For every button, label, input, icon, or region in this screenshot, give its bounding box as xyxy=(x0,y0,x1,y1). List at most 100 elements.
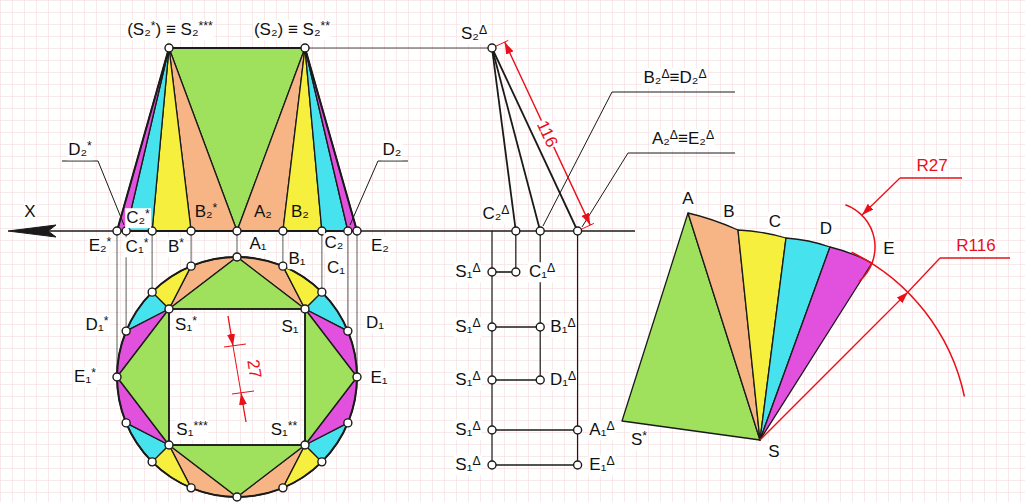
development-conical-face xyxy=(760,247,872,440)
label-text: E xyxy=(883,239,894,258)
plane-face xyxy=(169,257,305,309)
point-marker xyxy=(301,441,309,449)
label-text: S₁ xyxy=(175,315,192,334)
extension-line xyxy=(232,391,254,394)
point-marker xyxy=(488,44,496,52)
point-marker xyxy=(148,227,156,235)
point-label: B₂Δ≡D₂Δ xyxy=(642,68,707,88)
point-label: S₁ xyxy=(280,317,299,337)
superscript-mark: * xyxy=(104,314,109,328)
superscript-mark: Δ xyxy=(670,128,678,142)
true-length-line xyxy=(492,48,578,231)
superscript-mark: Δ xyxy=(472,419,480,433)
superscript-mark: ** xyxy=(288,419,298,433)
point-label: S₁** xyxy=(270,420,299,440)
superscript-mark: Δ xyxy=(706,128,714,142)
point-label: C₂ xyxy=(324,233,345,253)
label-text: ) ≡ S₂ xyxy=(156,20,199,39)
point-label: S₂Δ xyxy=(460,24,488,44)
point-label: C₂Δ xyxy=(481,204,510,224)
superscript-mark: * xyxy=(145,207,150,221)
link-line xyxy=(305,48,488,49)
radius-line xyxy=(760,292,908,440)
leader-line xyxy=(98,161,124,225)
point-marker xyxy=(512,268,520,276)
point-marker xyxy=(488,461,496,469)
label-text: ≡E₂ xyxy=(678,129,706,148)
point-marker xyxy=(536,227,544,235)
label-text: 27 xyxy=(243,358,265,380)
dimension-value: 116 xyxy=(532,117,562,152)
base-circle xyxy=(117,257,357,497)
dimension-value: 27 xyxy=(243,357,266,381)
point-label: A₂Δ≡E₂Δ xyxy=(651,129,715,149)
label-text: E₂ xyxy=(371,236,389,255)
point-marker xyxy=(488,376,496,384)
point-marker xyxy=(574,227,582,235)
front-outline xyxy=(117,48,357,231)
label-text: S₂ xyxy=(461,24,479,43)
point-marker xyxy=(148,458,156,466)
leader-line xyxy=(582,153,628,227)
point-marker xyxy=(279,262,287,270)
point-label: B₁ xyxy=(287,249,306,269)
leader-underline xyxy=(612,92,735,93)
superscript-mark: Δ xyxy=(698,67,706,81)
superscript-mark: ** xyxy=(321,19,331,33)
superscript-mark: * xyxy=(144,236,149,250)
point-marker xyxy=(536,376,544,384)
point-label: S xyxy=(767,442,780,462)
label-text: B₂ xyxy=(643,68,661,87)
projection-line xyxy=(357,231,358,377)
label-text: S₁ xyxy=(281,317,298,336)
point-label: S₁* xyxy=(174,315,198,335)
leader-underline xyxy=(940,257,1010,258)
label-text: C xyxy=(769,212,781,231)
superscript-mark: * xyxy=(192,314,197,328)
point-marker xyxy=(187,484,195,492)
superscript-mark: Δ xyxy=(568,369,576,383)
superscript-mark: Δ xyxy=(567,316,575,330)
leader-line xyxy=(350,161,378,225)
point-marker xyxy=(344,227,352,235)
radius-arc xyxy=(852,252,965,396)
point-marker xyxy=(318,288,326,296)
point-label: B xyxy=(722,202,735,222)
point-label: B₁Δ xyxy=(549,317,576,337)
point-marker xyxy=(165,305,173,313)
horizontal-distance xyxy=(492,326,540,328)
superscript-mark: *** xyxy=(199,19,213,33)
top-square xyxy=(169,309,305,445)
point-marker xyxy=(187,227,195,235)
point-label: E₁ xyxy=(369,368,388,388)
superscript-mark: Δ xyxy=(606,454,614,468)
label-text: B xyxy=(723,202,734,221)
axis-arrow xyxy=(8,225,56,237)
leader-underline xyxy=(62,161,98,162)
label-text: R116 xyxy=(956,236,995,255)
projection-line xyxy=(347,231,348,331)
superscript-mark: *** xyxy=(193,419,207,433)
superscript-mark: Δ xyxy=(472,261,480,275)
leader-line xyxy=(862,178,900,215)
radius-label: R27 xyxy=(915,156,948,176)
dimension-line xyxy=(228,316,233,346)
point-marker xyxy=(165,44,173,52)
superscript-mark: * xyxy=(151,19,156,33)
superscript-mark: Δ xyxy=(472,369,480,383)
leader-line xyxy=(543,92,612,226)
point-label: E₁* xyxy=(73,367,97,387)
superscript-mark: Δ xyxy=(547,261,555,275)
plane-face xyxy=(169,48,305,231)
projection-line xyxy=(117,231,118,377)
drawing xyxy=(8,40,1010,497)
superscript-mark: * xyxy=(87,139,92,153)
dimension-line xyxy=(505,42,591,225)
label-text: A₁ xyxy=(589,420,606,439)
extension-line xyxy=(224,344,246,347)
projection-line xyxy=(321,231,322,292)
label-text: C₂ xyxy=(126,208,145,227)
point-marker xyxy=(279,484,287,492)
point-marker xyxy=(279,227,287,235)
